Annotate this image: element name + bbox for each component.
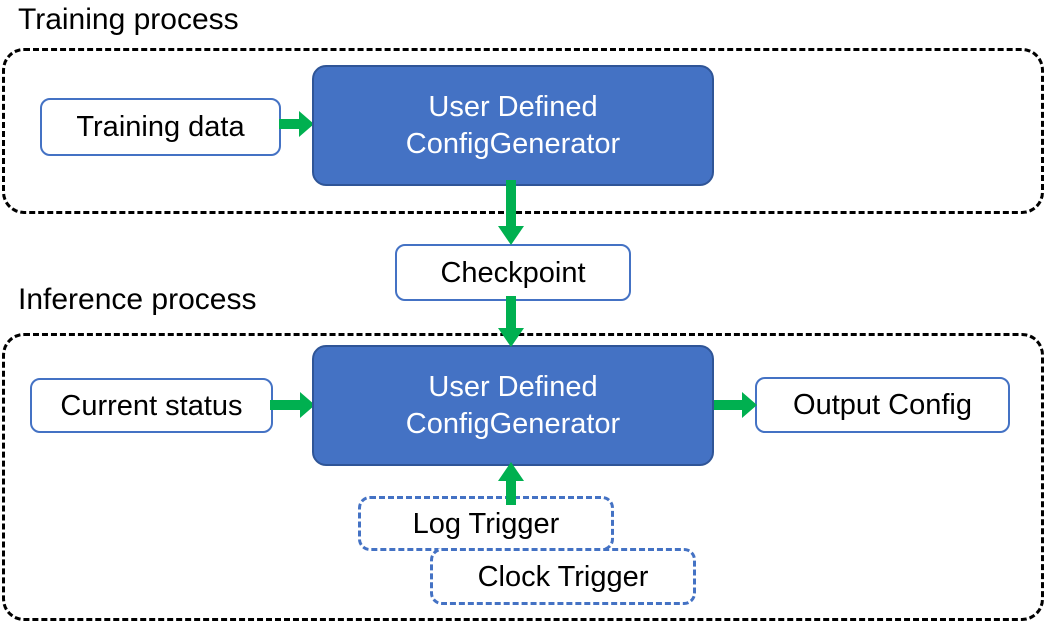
node-checkpoint-label: Checkpoint xyxy=(440,256,586,289)
training-process-title: Training process xyxy=(18,3,239,36)
node-clock-trigger-label: Clock Trigger xyxy=(477,560,649,593)
arrow-up-icon-triggers-to-generator xyxy=(497,462,525,506)
node-current-status-label: Current status xyxy=(60,389,243,422)
node-user-defined-config-generator-inference-label: User Defined ConfigGenerator xyxy=(405,370,621,440)
node-output-config[interactable]: Output Config xyxy=(755,377,1010,433)
node-training-data[interactable]: Training data xyxy=(40,98,281,156)
node-user-defined-config-generator-training-label: User Defined ConfigGenerator xyxy=(405,90,621,160)
node-checkpoint[interactable]: Checkpoint xyxy=(395,244,631,301)
node-log-trigger[interactable]: Log Trigger xyxy=(358,496,614,551)
training-process-container xyxy=(2,48,1044,214)
node-user-defined-config-generator-inference[interactable]: User Defined ConfigGenerator xyxy=(312,345,714,466)
node-clock-trigger[interactable]: Clock Trigger xyxy=(430,548,696,605)
arrow-right-icon-current-status-to-generator xyxy=(270,391,316,419)
arrow-right-icon-training-data-to-generator xyxy=(279,110,315,138)
arrow-down-icon-checkpoint-to-generator xyxy=(497,296,525,348)
arrow-down-icon-generator-to-checkpoint xyxy=(497,180,525,246)
node-output-config-label: Output Config xyxy=(793,389,972,421)
arrow-right-icon-generator-to-output-config xyxy=(712,391,758,419)
node-log-trigger-label: Log Trigger xyxy=(412,507,560,540)
inference-process-title: Inference process xyxy=(18,283,257,316)
node-training-data-label: Training data xyxy=(76,111,245,143)
node-current-status[interactable]: Current status xyxy=(30,378,273,433)
node-user-defined-config-generator-training[interactable]: User Defined ConfigGenerator xyxy=(312,65,714,186)
inference-process-container xyxy=(2,333,1044,621)
